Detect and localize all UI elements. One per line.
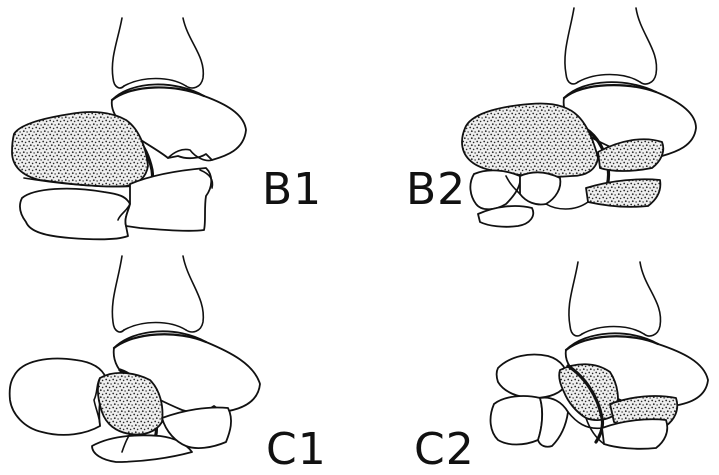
tibia-shaft-right	[640, 262, 661, 336]
calcaneus-fragment-stippled	[12, 112, 148, 187]
calcaneus-fragment-stippled	[98, 373, 163, 435]
calcaneus-tuber	[491, 396, 543, 445]
tibia-shaft-left	[565, 8, 578, 84]
tibia-shaft-right	[183, 18, 203, 88]
tibia-shaft-left	[112, 256, 124, 332]
panel-b2-drawing	[462, 8, 696, 227]
calcaneus-fragment-stippled	[462, 104, 598, 177]
panel-c2-drawing	[491, 262, 708, 449]
tibia-shaft-right	[183, 256, 203, 332]
panel-c1-drawing	[10, 256, 260, 462]
panel-label-b2: B2	[406, 168, 466, 212]
cuboid-fragment-2	[520, 172, 560, 204]
anterior-process-stippled	[586, 179, 660, 207]
navicular-fragment	[497, 355, 569, 399]
tibia-plafond	[124, 323, 186, 331]
panel-label-c1: C1	[266, 428, 327, 472]
tibia-plafond	[578, 75, 640, 83]
cuboid-fragment-1	[470, 170, 520, 209]
fracture-line-b2b	[546, 202, 588, 209]
tibia-shaft-left	[112, 18, 124, 88]
panel-b1-drawing	[12, 18, 246, 239]
tibia-shaft-right	[636, 8, 657, 84]
panel-label-c2: C2	[414, 428, 475, 472]
calcaneus-tuber	[10, 359, 106, 435]
calcaneus-mid-fragment	[538, 398, 568, 447]
calcaneus-body	[20, 189, 130, 240]
panel-label-b1: B1	[262, 168, 322, 212]
tibia-shaft-left	[569, 262, 582, 336]
calcaneus-anterior-process	[602, 419, 667, 449]
